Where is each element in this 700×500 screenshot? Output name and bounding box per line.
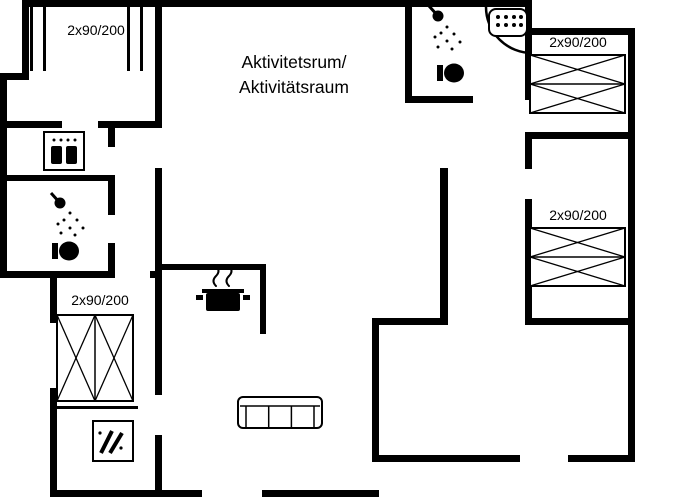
wall (155, 168, 162, 278)
shower-icon (427, 4, 462, 51)
wall (525, 318, 635, 325)
wall (50, 388, 57, 497)
wall (155, 0, 162, 124)
wood-stove-icon (92, 420, 134, 462)
sofa-icon (237, 396, 323, 429)
wall (22, 0, 532, 7)
wall (372, 318, 448, 325)
whirlpool-icon (484, 6, 533, 55)
wall (405, 0, 412, 103)
wall (260, 264, 266, 334)
wall (525, 139, 532, 169)
wall (155, 278, 162, 395)
wall (525, 132, 635, 139)
wall (405, 96, 473, 103)
wall (372, 318, 379, 462)
wall (628, 28, 635, 462)
toilet-icon (52, 241, 79, 261)
wall (98, 121, 162, 128)
room-label: Aktivitetsrum/ (241, 52, 346, 72)
double-bed-icon (529, 54, 626, 114)
wall (50, 490, 202, 497)
wardrobe-line (127, 7, 130, 71)
wall (108, 121, 115, 147)
bed-size-label: 2x90/200 (71, 292, 129, 308)
wall (108, 175, 115, 215)
double-bed-icon (529, 227, 626, 287)
wall (525, 199, 532, 318)
toilet-icon (437, 63, 464, 83)
room-label: Aktivitätsraum (239, 77, 349, 97)
wall (0, 175, 110, 181)
wall (440, 168, 448, 325)
wardrobe-icon (127, 7, 143, 71)
wall (525, 0, 532, 100)
wall (0, 121, 62, 128)
wall (262, 490, 379, 497)
washing-machine-icon (43, 131, 85, 171)
wall (525, 28, 635, 35)
walls (0, 0, 635, 497)
wardrobe-line (140, 7, 143, 71)
wall (162, 264, 266, 270)
bed-size-label: 2x90/200 (549, 207, 607, 223)
wardrobe-icon (30, 7, 46, 71)
wardrobe-line (30, 7, 33, 71)
wall (108, 243, 115, 278)
wall (568, 455, 635, 462)
bed-size-label: 2x90/200 (549, 34, 607, 50)
wall (0, 73, 29, 80)
wall (0, 271, 115, 278)
shower-icon (49, 191, 85, 237)
wardrobe-line (43, 7, 46, 71)
wall (22, 0, 29, 80)
wall (155, 435, 162, 497)
double-bed-icon (52, 314, 138, 409)
pot-on-stove-icon (196, 265, 250, 311)
wall (372, 455, 520, 462)
wall (50, 271, 57, 323)
bed-size-label: 2x90/200 (67, 22, 125, 38)
